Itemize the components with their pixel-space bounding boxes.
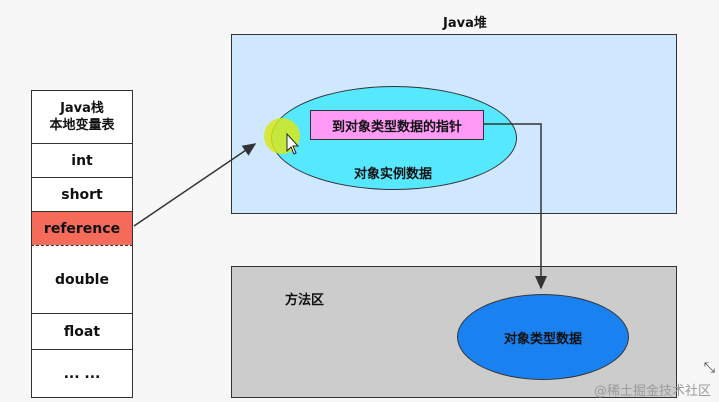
pointer-cursor-icon (286, 132, 300, 155)
watermark: @稀土掘金技术社区 (593, 384, 711, 399)
stack-slot-more: ... ... (31, 349, 133, 398)
stack-slot-int: int (31, 143, 133, 178)
type-pointer-box: 到对象类型数据的指针 (310, 110, 484, 140)
stack-title: Java栈 (60, 101, 104, 116)
stack-slot-reference: reference (31, 211, 133, 246)
stack-header: Java栈 本地变量表 (31, 90, 133, 144)
reference-arrow (133, 143, 257, 227)
expand-icon[interactable]: ⤡ (703, 360, 715, 376)
object-instance-label: 对象实例数据 (354, 167, 433, 182)
local-variable-table-title: 本地变量表 (49, 118, 115, 133)
type-pointer-arrow (484, 123, 547, 290)
method-area-title: 方法区 (285, 293, 325, 308)
heap-title: Java堆 (443, 16, 487, 31)
stack-slot-double: double (31, 245, 133, 314)
object-type-data-ellipse: 对象类型数据 (457, 294, 629, 380)
stack-slot-float: float (31, 313, 133, 350)
